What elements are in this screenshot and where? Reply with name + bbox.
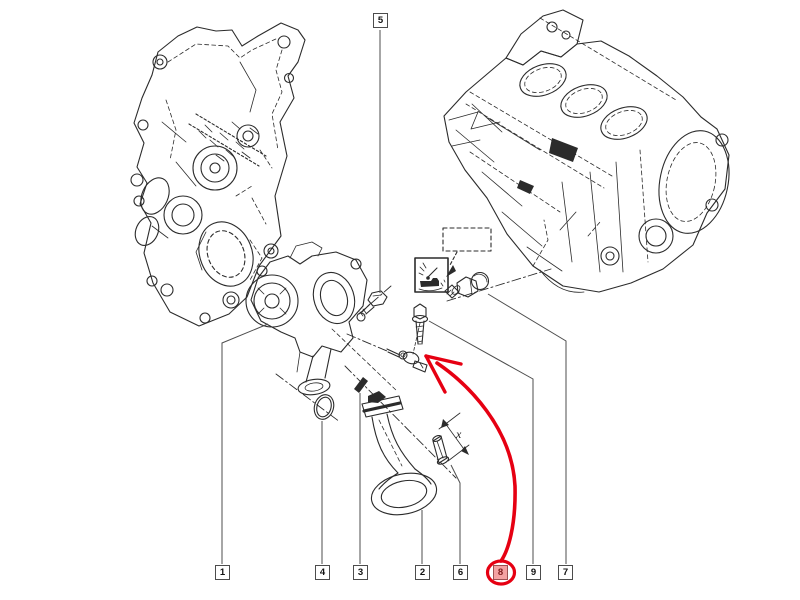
assembly-centerlines	[275, 268, 552, 479]
callout-4[interactable]: 4	[315, 565, 330, 580]
leader-lines	[221, 30, 567, 564]
rivet-6-drawing	[432, 412, 470, 465]
oil-pickup-pipe-2-drawing	[361, 391, 438, 516]
callout-6[interactable]: 6	[453, 565, 468, 580]
oil-level-sensor-8-drawing	[386, 348, 428, 373]
timing-cover-drawing	[130, 22, 306, 327]
mounting-bolt-5-drawing	[359, 290, 388, 317]
callout-2[interactable]: 2	[415, 565, 430, 580]
engine-block-drawing	[443, 9, 730, 293]
callout-5[interactable]: 5	[373, 13, 388, 28]
oil-pump-drawing	[245, 241, 368, 396]
oil-pressure-gauge-icon	[418, 262, 446, 292]
callout-1[interactable]: 1	[215, 565, 230, 580]
reference-placeholder-box	[442, 227, 492, 277]
sensor-bolt-9-drawing	[411, 303, 429, 345]
callout-3[interactable]: 3	[353, 565, 368, 580]
callout-7[interactable]: 7	[558, 565, 573, 580]
oil-pressure-warning-box	[414, 257, 449, 293]
callout-9[interactable]: 9	[526, 565, 541, 580]
o-ring-4-drawing	[313, 394, 335, 420]
oil-pressure-switch-7-drawing	[444, 271, 490, 299]
dimension-x-label: x	[456, 427, 462, 441]
seal-3-drawing	[354, 377, 368, 393]
callout-8-highlighted[interactable]: 8	[493, 565, 508, 580]
